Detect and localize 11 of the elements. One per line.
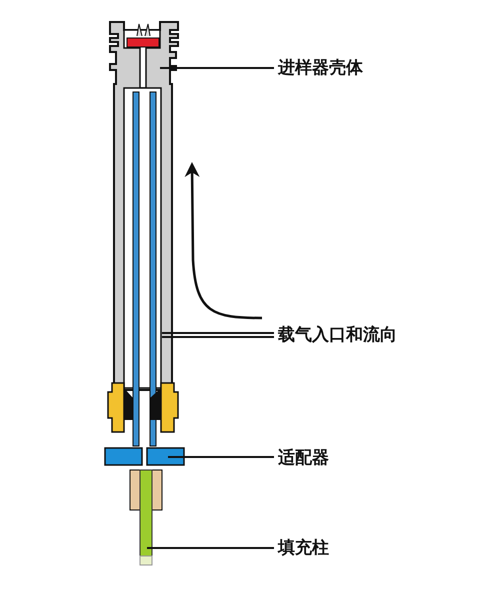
leader-line (147, 547, 274, 549)
part-label: 进样器壳体 (278, 58, 363, 78)
part-label: 载气入口和流向 (278, 325, 397, 345)
leader-line (168, 456, 274, 458)
packed-column (140, 470, 152, 566)
adapter-drawing (104, 447, 185, 510)
leader-line (160, 67, 274, 69)
leader-line (161, 332, 275, 338)
part-label: 适配器 (278, 448, 329, 468)
part-label: 填充柱 (278, 538, 329, 558)
injector-housing-drawing (107, 21, 179, 446)
